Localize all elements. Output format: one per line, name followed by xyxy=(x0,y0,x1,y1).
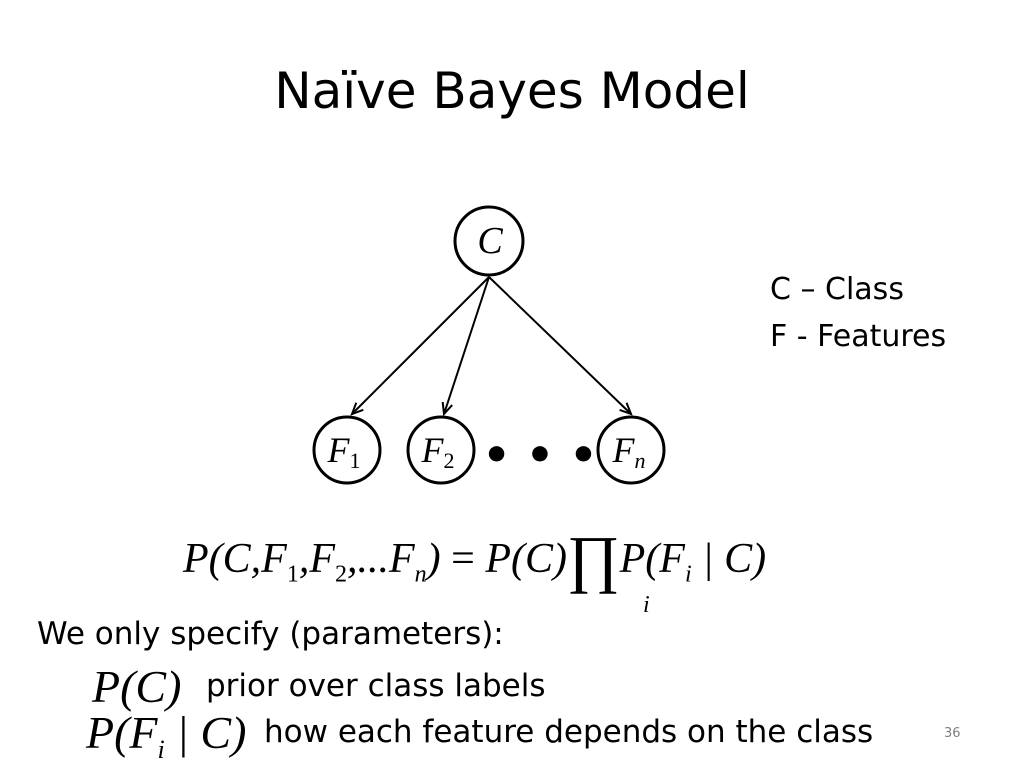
product-index: i xyxy=(643,592,650,618)
likelihood-symbol-prefix: P(F xyxy=(86,707,158,758)
eq-lhs-close: ) xyxy=(426,536,441,582)
prior-description: prior over class labels xyxy=(206,668,546,704)
eq-rhs-term-sub: i xyxy=(684,561,692,588)
feature-node-n-subscript: n xyxy=(635,448,646,473)
page-number: 36 xyxy=(944,726,961,741)
parameters-intro: We only specify (parameters): xyxy=(37,616,504,652)
ellipsis-dots: • • • xyxy=(482,430,597,481)
likelihood-symbol: P(Fi | C) xyxy=(86,707,247,764)
likelihood-symbol-rest: | C) xyxy=(164,707,247,758)
legend-features: F - Features xyxy=(770,319,947,354)
edge-c-f1 xyxy=(352,276,490,414)
eq-lhs-sub2: 2 xyxy=(334,561,347,588)
svg-text:F1: F1 xyxy=(327,430,361,473)
class-node-label: C xyxy=(477,220,503,262)
feature-node-n: Fn xyxy=(596,415,666,485)
class-node: C xyxy=(453,205,525,277)
joint-probability-equation: P(C,F1,F2,...Fn) = P(C)∏P(Fi | C) xyxy=(183,522,766,596)
eq-lhs-mid1: ,F xyxy=(298,536,335,582)
feature-node-2-letter: F xyxy=(421,430,445,470)
eq-lhs-subn: n xyxy=(414,561,427,588)
parameter-prior: P(C) prior over class labels xyxy=(92,660,546,713)
likelihood-description: how each feature depends on the class xyxy=(264,714,874,750)
eq-rhs-term-rest: | C) xyxy=(691,536,767,582)
likelihood-symbol-sub: i xyxy=(157,735,165,765)
eq-rhs-term-prefix: P(F xyxy=(619,536,685,582)
eq-lhs-sub1: 1 xyxy=(286,561,299,588)
edge-c-fn xyxy=(488,276,631,414)
feature-node-1: F1 xyxy=(312,415,382,485)
eq-lhs-prefix: P(C,F xyxy=(183,536,287,582)
edge-c-f2 xyxy=(444,276,490,414)
eq-rhs-prior: P(C) xyxy=(485,536,567,582)
feature-node-n-letter: F xyxy=(612,430,636,470)
feature-node-1-subscript: 1 xyxy=(350,448,361,473)
legend: C – Class F - Features xyxy=(770,266,946,360)
svg-text:Fn: Fn xyxy=(612,430,646,473)
feature-node-2-subscript: 2 xyxy=(444,448,455,473)
feature-node-2: F2 xyxy=(406,415,476,485)
prior-symbol: P(C) xyxy=(92,661,182,712)
product-symbol: ∏ xyxy=(566,523,620,594)
svg-text:F2: F2 xyxy=(421,430,455,473)
feature-node-1-letter: F xyxy=(327,430,351,470)
parameter-likelihood: P(Fi | C) how each feature depends on th… xyxy=(86,706,873,765)
legend-class: C – Class xyxy=(770,272,904,307)
slide-title: Naïve Bayes Model xyxy=(274,62,750,120)
eq-lhs-mid2: ,...F xyxy=(346,536,415,582)
eq-equals: = xyxy=(440,536,486,582)
